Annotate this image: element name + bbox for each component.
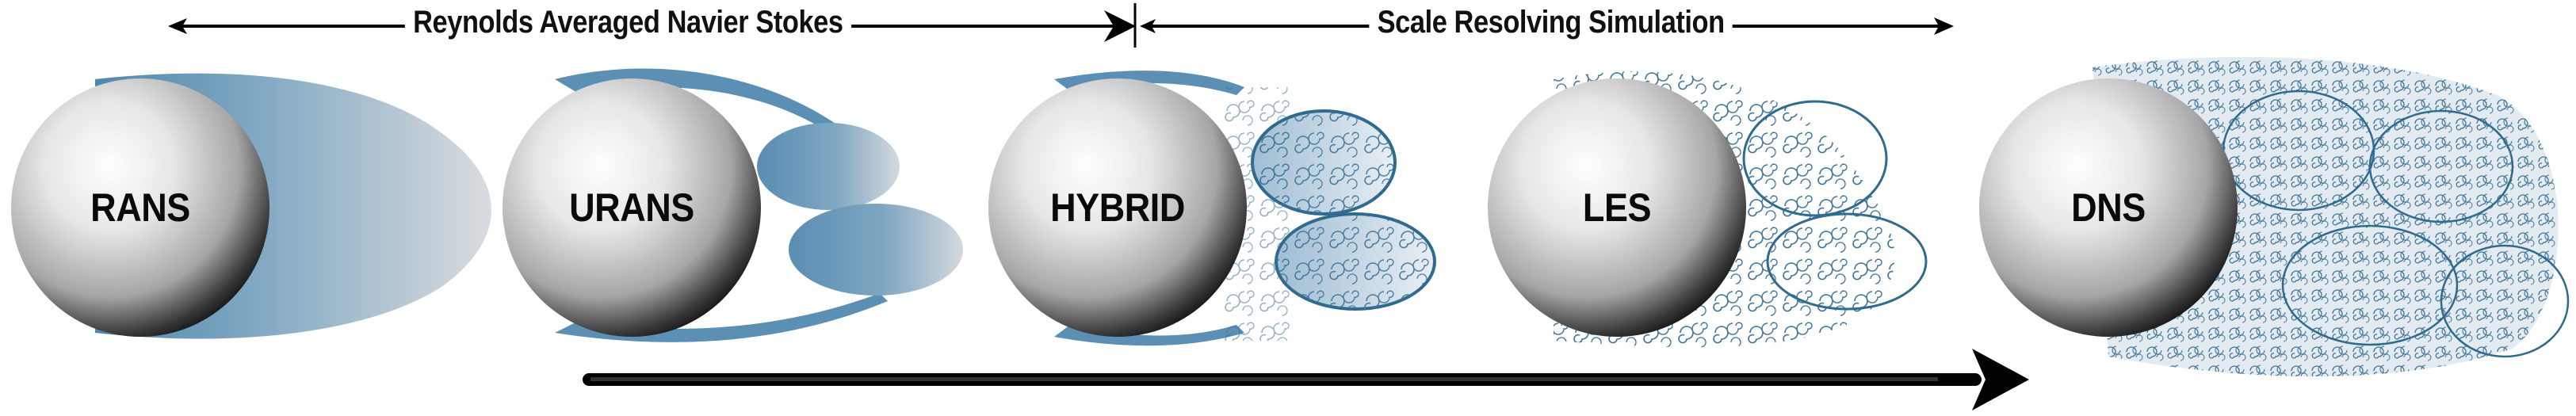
increasing-resolution-arrow bbox=[583, 349, 2029, 410]
urans-label: URANS bbox=[569, 185, 694, 230]
rans-range-label: Reynolds Averaged Navier Stokes bbox=[404, 5, 851, 40]
rans-model bbox=[11, 73, 491, 339]
les-label: LES bbox=[1582, 185, 1652, 230]
hybrid-label: HYBRID bbox=[1050, 185, 1185, 230]
les-lower-vortex bbox=[1766, 212, 1928, 311]
urans-lower-vortex bbox=[789, 204, 963, 296]
urans-upper-vortex bbox=[757, 123, 900, 210]
les-sphere bbox=[1488, 78, 1746, 337]
dns-model bbox=[1979, 56, 2570, 377]
hybrid-model bbox=[988, 71, 1436, 346]
dns-label: DNS bbox=[2071, 185, 2146, 230]
rans-sphere bbox=[11, 78, 269, 337]
dns-sphere bbox=[1979, 78, 2238, 337]
les-upper-vortex bbox=[1742, 100, 1888, 217]
urans-sphere bbox=[503, 78, 761, 337]
hybrid-sphere bbox=[988, 78, 1247, 337]
rans-label: RANS bbox=[90, 185, 190, 230]
urans-model bbox=[503, 68, 963, 342]
srs-range-label: Scale Resolving Simulation bbox=[1369, 5, 1733, 40]
les-model bbox=[1488, 71, 1928, 348]
